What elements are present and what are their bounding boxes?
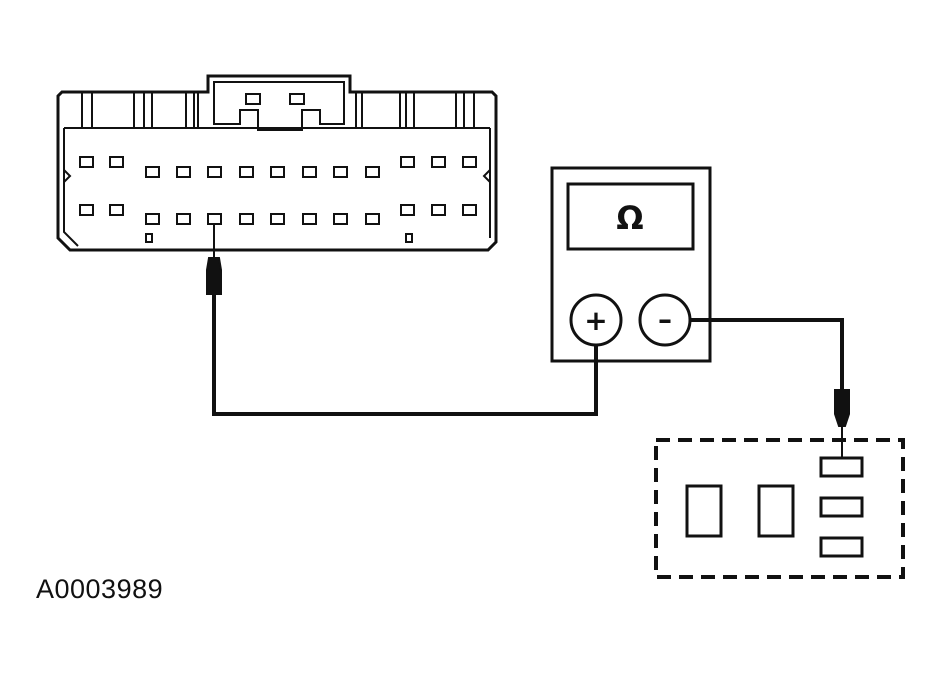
positive-test-lead xyxy=(212,294,598,416)
negative-probe xyxy=(834,389,850,458)
multimeter: Ω + – xyxy=(550,166,712,363)
latch-slot-right xyxy=(289,93,305,105)
pin xyxy=(145,166,160,178)
pin xyxy=(79,156,94,168)
pin xyxy=(239,213,254,225)
connector-latch xyxy=(213,81,345,131)
pin xyxy=(239,166,254,178)
latch-slot-left xyxy=(245,93,261,105)
pin xyxy=(109,156,124,168)
pin xyxy=(302,166,317,178)
pin xyxy=(462,204,477,216)
connector-tab-left xyxy=(145,233,153,243)
pin xyxy=(176,166,191,178)
component-terminal-small xyxy=(819,496,864,518)
pin xyxy=(176,213,191,225)
connector-body xyxy=(56,74,498,252)
pin xyxy=(400,204,415,216)
pin xyxy=(270,166,285,178)
pin xyxy=(333,213,348,225)
pin xyxy=(207,166,222,178)
component-terminal-small xyxy=(819,456,864,478)
multimeter-body xyxy=(550,166,712,363)
pin xyxy=(400,156,415,168)
positive-probe xyxy=(206,224,222,295)
pin-tested xyxy=(207,213,222,225)
connector-side-notches xyxy=(63,169,491,183)
component-terminal-small xyxy=(819,536,864,558)
connector-pins-top-row xyxy=(79,156,477,178)
ohm-symbol: Ω xyxy=(616,199,643,237)
connector-tab-right xyxy=(405,233,413,243)
connector xyxy=(56,74,498,252)
positive-terminal-label: + xyxy=(584,304,607,337)
pin xyxy=(302,213,317,225)
probe-body xyxy=(206,257,222,295)
negative-test-lead xyxy=(690,318,844,390)
pin xyxy=(365,166,380,178)
pin xyxy=(365,213,380,225)
pin xyxy=(462,156,477,168)
pin xyxy=(79,204,94,216)
negative-terminal-label: – xyxy=(658,303,672,336)
pin xyxy=(431,156,446,168)
component-terminal-large xyxy=(685,484,723,538)
probe-body xyxy=(834,389,850,427)
figure-reference-code: A0003989 xyxy=(36,574,164,604)
connector-pins-bottom-row xyxy=(79,204,477,225)
pin xyxy=(431,204,446,216)
pin xyxy=(270,213,285,225)
connector-ribs xyxy=(81,92,475,128)
pin xyxy=(333,166,348,178)
component-terminal-large xyxy=(757,484,795,538)
pin xyxy=(145,213,160,225)
multimeter-display xyxy=(566,182,695,251)
pin xyxy=(109,204,124,216)
component-outline xyxy=(654,438,905,579)
component xyxy=(654,438,905,579)
connector-inner-outline xyxy=(63,127,491,247)
